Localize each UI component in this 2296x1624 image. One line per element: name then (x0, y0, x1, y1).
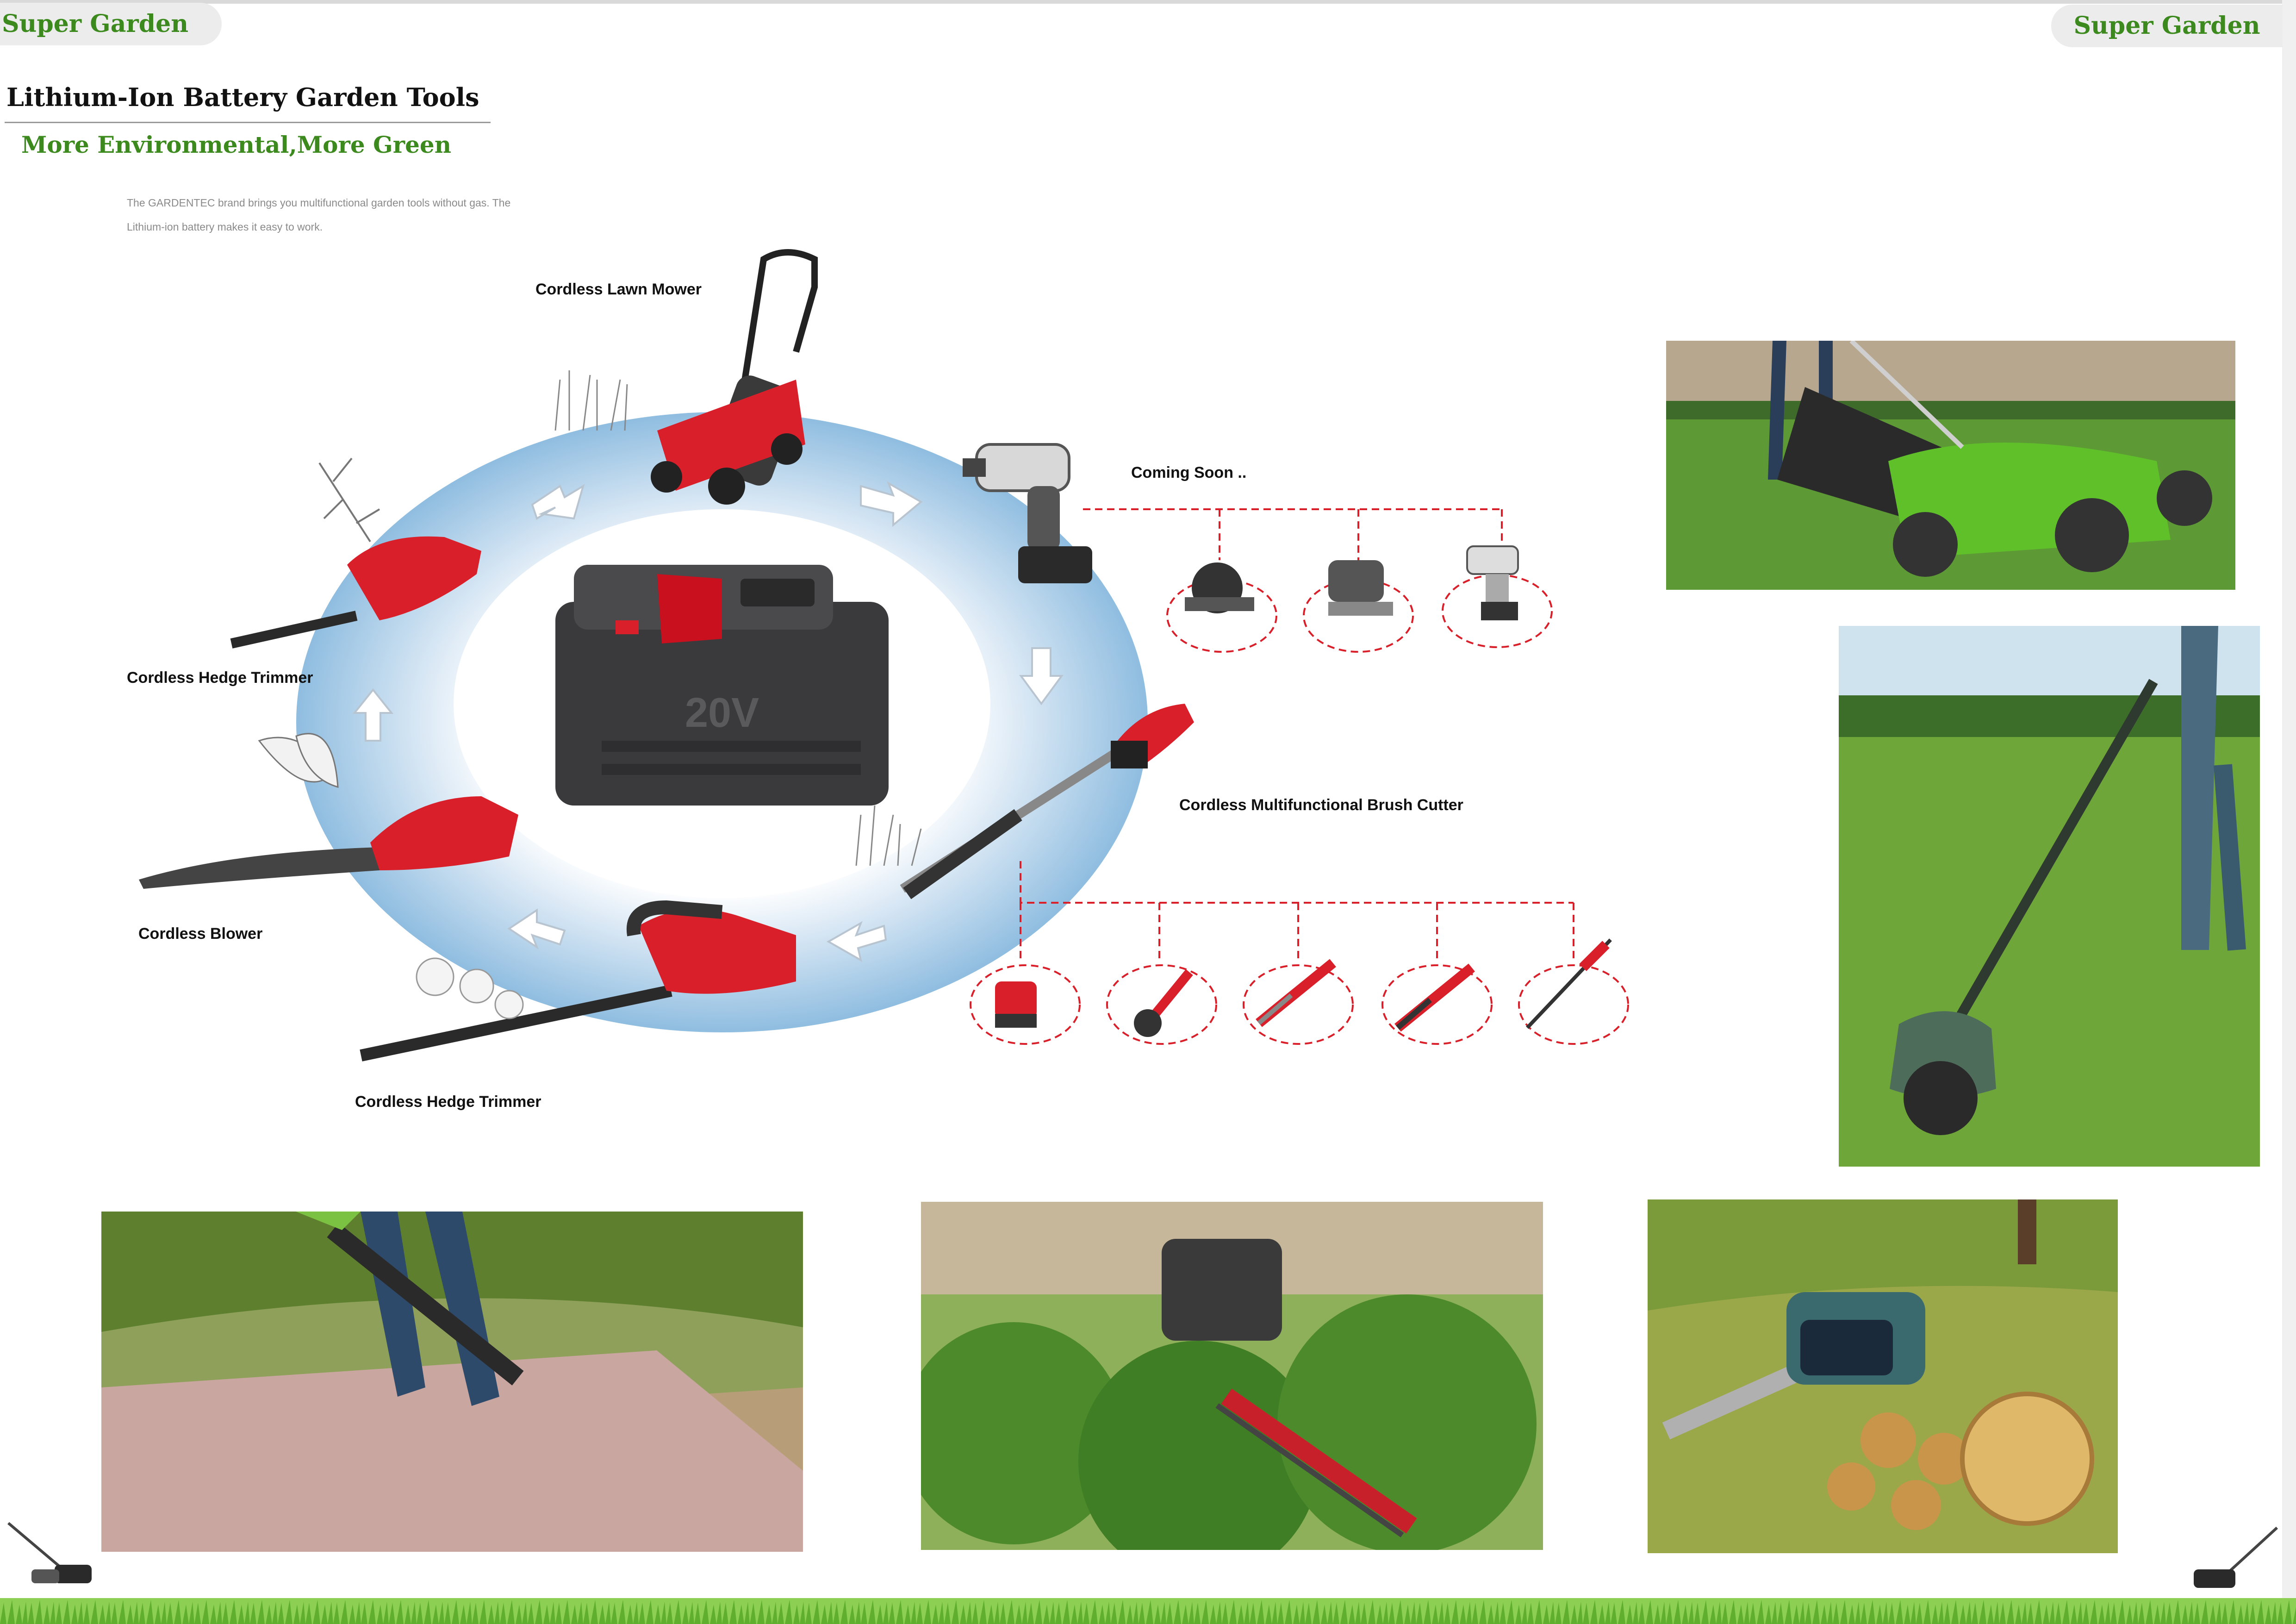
grass-sketch-icon (554, 370, 628, 431)
battery-voltage-label: 20V (685, 690, 759, 736)
grass-sketch-icon (855, 805, 922, 866)
label-brush-cutter: Cordless Multifunctional Brush Cutter (1179, 796, 1463, 814)
chainsaw-attachment-icon (1256, 959, 1336, 1027)
lawn-mower-icon (651, 249, 818, 505)
photo-leaf-blower (101, 1212, 803, 1552)
brand-tab-right: Super Garden (2051, 5, 2283, 47)
cultivator-attachment-icon (1134, 969, 1193, 1037)
twig-sketch-icon (318, 457, 380, 543)
brush-cutter-icon (900, 704, 1194, 899)
hedge-attachment-icon (1394, 963, 1475, 1032)
trimmer-head-attachment-icon (995, 981, 1037, 1028)
jigsaw-icon (1328, 560, 1393, 616)
cycle-arrows (352, 481, 1064, 962)
photo-hedge-trimmer (921, 1202, 1543, 1550)
title-divider (5, 122, 491, 123)
label-hedge-trimmer: Cordless Hedge Trimmer (355, 1093, 541, 1111)
arrow-icon (826, 921, 887, 962)
corner-brush-cutter-right-icon (2194, 1526, 2278, 1588)
hedge-trimmer-icon (360, 900, 796, 1062)
arrow-icon (507, 908, 566, 950)
coming-soon-connectors (1083, 508, 1553, 653)
photo-chainsaw (1648, 1199, 2118, 1553)
brand-tab-left: Super Garden (0, 3, 222, 45)
photo-string-trimmer (1839, 626, 2260, 1167)
drill-icon (963, 443, 1092, 583)
right-page-edge (2282, 0, 2296, 1624)
grass-footer (0, 1598, 2296, 1624)
hedge-trimmer-small-icon (230, 536, 481, 649)
arrow-icon (352, 688, 394, 742)
intro-description: The GARDENTEC brand brings you multifunc… (127, 197, 511, 233)
photo-lawn-mower (1666, 341, 2235, 590)
page-subtitle: More Environmental,More Green (21, 131, 452, 158)
corner-brush-cutter-left-icon (7, 1522, 92, 1583)
pole-saw-attachment-icon (1526, 938, 1612, 1029)
attachment-connectors (970, 861, 1629, 1045)
leaf-sketch-icon (258, 733, 339, 788)
label-blower: Cordless Blower (138, 925, 263, 943)
arrow-icon (1019, 647, 1064, 706)
arrow-icon (860, 481, 923, 527)
blower-icon (139, 796, 518, 889)
label-hedge-trimmer-small: Cordless Hedge Trimmer (127, 669, 313, 687)
label-lawn-mower: Cordless Lawn Mower (535, 281, 702, 298)
tool-ring-diagram: 20V (139, 249, 1629, 1062)
arrow-icon (531, 484, 585, 520)
label-coming-soon: Coming Soon .. (1131, 464, 1247, 481)
impact-driver-icon (1466, 545, 1519, 620)
top-border (0, 0, 2296, 4)
circular-saw-icon (1185, 562, 1254, 613)
page-title: Lithium-Ion Battery Garden Tools (6, 82, 479, 112)
battery-icon: 20V (555, 565, 889, 806)
flower-sketch-icon (416, 957, 524, 1019)
attachment-icons (995, 938, 1612, 1037)
